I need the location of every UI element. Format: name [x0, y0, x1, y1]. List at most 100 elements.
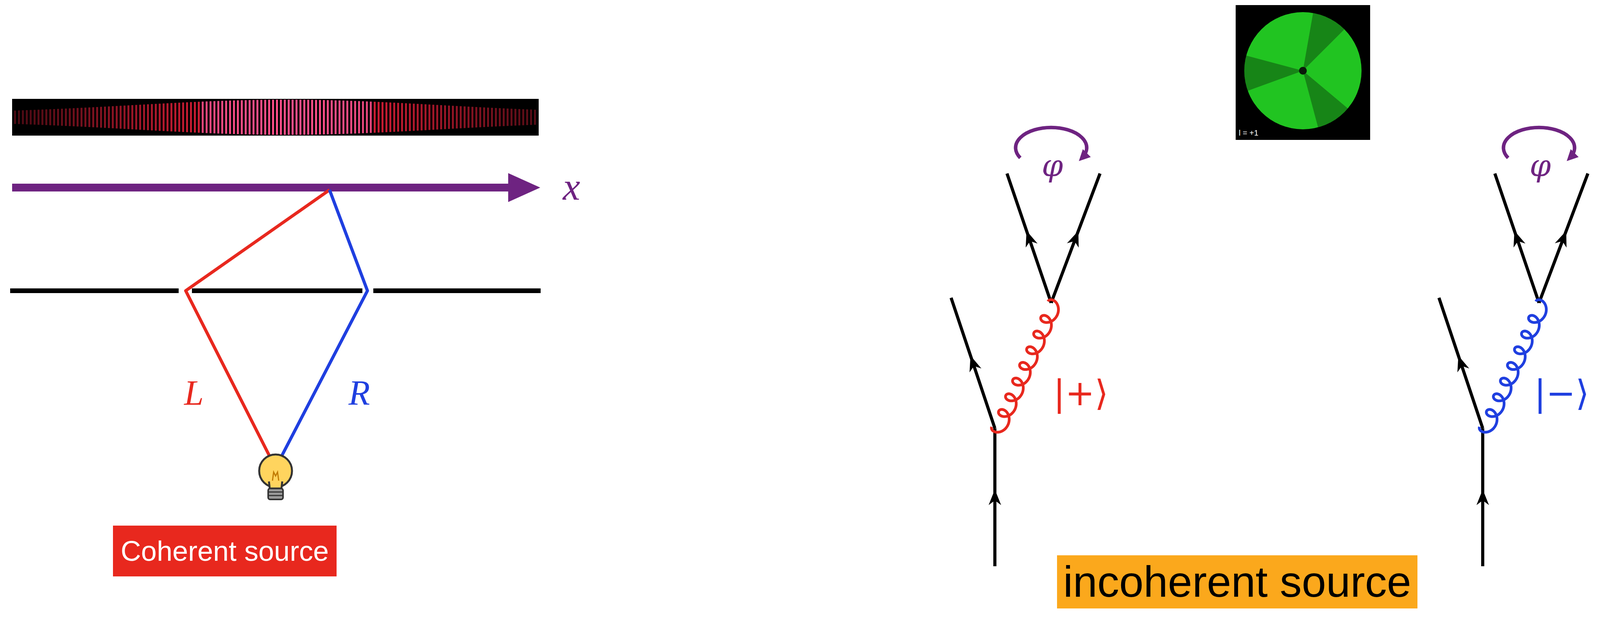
fringe [268, 99, 271, 135]
fringe [260, 99, 263, 135]
phase-label: φ [1041, 149, 1064, 183]
path-label: R [348, 373, 371, 413]
fringe [68, 108, 71, 126]
fringe [494, 107, 497, 127]
light-bulb [259, 454, 293, 500]
quark-line [1051, 173, 1101, 303]
fringe [80, 107, 83, 127]
fringe [307, 99, 310, 135]
fringe [60, 108, 63, 126]
quark-line [1494, 173, 1540, 303]
fringe [17, 110, 20, 125]
fringe [283, 99, 286, 135]
fringe [533, 109, 536, 126]
fringe [467, 106, 470, 128]
left-path [185, 189, 330, 457]
fringe [350, 100, 353, 134]
fringe [404, 103, 407, 132]
gluon-line [1479, 299, 1547, 433]
fringe [14, 110, 17, 124]
fringe [295, 99, 298, 135]
fringe [315, 100, 318, 135]
phase-wedge [1302, 12, 1345, 71]
incoherent-source-badge: incoherent source [1057, 555, 1418, 610]
gluon-line [991, 299, 1059, 433]
fringe [150, 103, 153, 131]
fringe [213, 101, 216, 134]
fringe [408, 103, 411, 132]
quark-arrow [969, 355, 982, 373]
fringe [158, 103, 161, 131]
bulb-neck [268, 481, 283, 489]
fringe [221, 100, 224, 134]
interference-pattern [12, 98, 539, 136]
fringe [166, 103, 169, 132]
fringe [49, 109, 52, 126]
fringe [264, 99, 267, 135]
fringe [381, 102, 384, 133]
fringe [463, 106, 466, 128]
fringe [303, 99, 306, 135]
fringe [64, 108, 67, 127]
fringe [510, 108, 513, 126]
vortex-beam-image: l = +1 [1235, 5, 1371, 140]
fringe [45, 109, 48, 126]
vortex-picture [1235, 5, 1371, 140]
fringe [502, 108, 505, 126]
fringe [115, 105, 118, 129]
quark-arrow [1554, 231, 1567, 248]
quark-arrow [1476, 489, 1489, 506]
fringe [279, 99, 282, 135]
bulb-base [268, 488, 284, 500]
fringe [487, 107, 490, 127]
fringe [72, 108, 75, 127]
fringe [412, 103, 415, 131]
fringe [57, 109, 60, 126]
fringe [365, 101, 368, 134]
fringe [197, 101, 200, 133]
fringe [330, 100, 333, 135]
phase-wedge [1244, 55, 1303, 91]
axis-label: x [562, 165, 581, 209]
quark-line [1006, 173, 1052, 303]
fringe [182, 102, 185, 133]
fringe [514, 109, 517, 126]
fringe [139, 104, 142, 130]
quark-line [1438, 297, 1483, 429]
fringe [471, 106, 474, 128]
fringe [275, 99, 278, 135]
fringe [475, 107, 478, 128]
fringe [96, 107, 99, 128]
fringe [119, 105, 122, 130]
feynman-diagrams [951, 173, 1588, 567]
fringe [526, 109, 529, 126]
fringe [358, 101, 361, 134]
fringe [291, 99, 294, 135]
fringe [244, 100, 247, 135]
vortex-core [1298, 66, 1307, 75]
fringe [154, 103, 157, 131]
fringe [29, 109, 32, 125]
fringe [217, 100, 220, 134]
fringe [193, 102, 196, 133]
coherent-source-badge: Coherent source [112, 525, 337, 577]
fringe [506, 108, 509, 127]
fringe [162, 103, 165, 132]
quark-arrow [988, 489, 1002, 506]
axis-arrowhead [508, 173, 541, 203]
fringe [530, 109, 533, 125]
bulb-filament [272, 472, 279, 481]
beam-disk [1244, 12, 1362, 130]
fringe [88, 107, 91, 128]
fringe [432, 104, 435, 130]
quark-line [1539, 173, 1588, 303]
fringe [41, 109, 44, 125]
phase-label: φ [1529, 149, 1552, 183]
fringe [186, 102, 189, 133]
fringe [236, 100, 239, 135]
helicity-state: |+⟩ [1053, 373, 1109, 413]
fringe [334, 100, 337, 135]
fringe [299, 99, 302, 135]
right-path [281, 189, 368, 457]
